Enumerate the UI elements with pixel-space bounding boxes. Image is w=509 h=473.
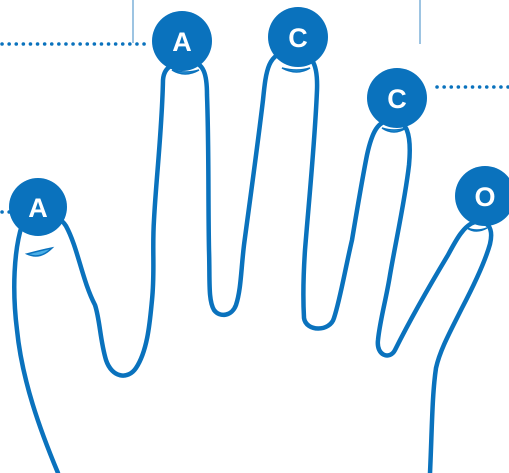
- badge-middle-letter: C: [288, 23, 308, 53]
- badge-ring: C: [367, 68, 427, 128]
- badge-pinky-letter: O: [474, 182, 495, 212]
- fingernail-thumb: [27, 248, 52, 256]
- badge-index: A: [152, 11, 212, 71]
- fingernail-ring: [382, 128, 406, 132]
- fingernail-pinky: [467, 228, 487, 231]
- badge-index-letter: A: [172, 27, 192, 57]
- badge-thumb: A: [9, 178, 67, 236]
- badge-thumb-letter: A: [28, 193, 48, 223]
- badge-ring-letter: C: [387, 84, 407, 114]
- fingernail-middle: [282, 68, 310, 72]
- dotted-connectors: [2, 44, 509, 212]
- badge-pinky: O: [455, 166, 509, 226]
- badge-middle: C: [268, 7, 328, 67]
